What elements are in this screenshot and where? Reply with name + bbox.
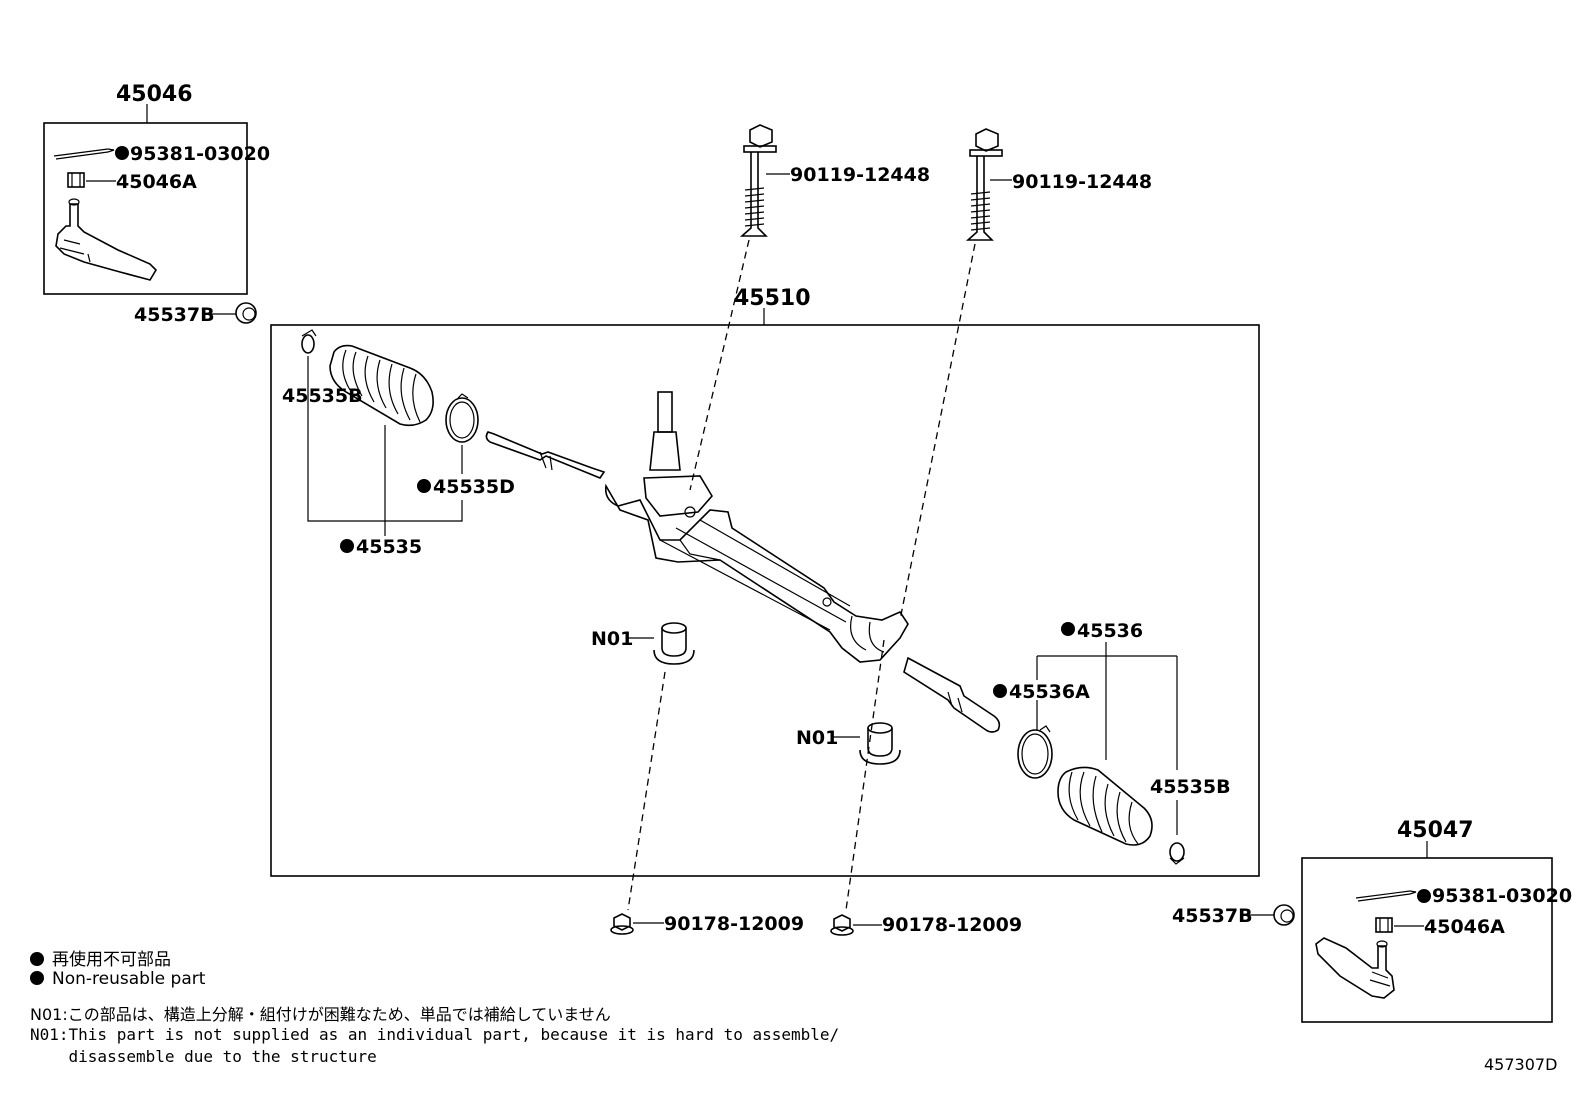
label-45535: 45535 (356, 536, 422, 558)
label-45537B-right: 45537B (1172, 905, 1253, 927)
boot-right-icon (1057, 766, 1153, 846)
legend-ja-text: 再使用不可部品 (52, 950, 171, 970)
label-45535D: 45535D (433, 476, 515, 498)
label-95381-03020-left: 95381-03020 (130, 143, 270, 165)
mount-a-icon (653, 622, 695, 665)
non-reusable-dot (115, 146, 129, 160)
steering-gear-assy-group: 45510 (270, 286, 1260, 877)
label-95381-03020-right: 95381-03020 (1432, 885, 1572, 907)
note-en-line1: N01:This part is not supplied as an indi… (30, 1025, 840, 1044)
flange-nut-b-icon (830, 914, 854, 936)
label-45510: 45510 (734, 286, 811, 311)
clamp-left-icon (445, 393, 479, 443)
non-reusable-dot (30, 971, 44, 985)
bush-right-group: 45537B (1172, 904, 1295, 927)
label-45537B-left: 45537B (134, 304, 215, 326)
legend-en: Non-reusable part (30, 969, 205, 989)
label-90178-12009-a: 90178-12009 (664, 913, 804, 935)
tie-rod-end-left-icon (55, 198, 158, 281)
tie-rod-end-left-group: 45046 95381-03020 45046A (43, 82, 270, 295)
mount-a-group: N01 (591, 622, 695, 911)
leader-bolt-b (899, 243, 976, 621)
tie-rod-end-right-group: 45047 95381-03020 45046A (1301, 818, 1572, 1023)
label-45535B-left: 45535B (282, 385, 363, 407)
steering-rack-icon (485, 391, 1001, 733)
bush-right-icon (1273, 904, 1295, 926)
leader-mount-a (627, 671, 666, 911)
clip-left-icon (301, 329, 317, 354)
label-N01-b: N01 (796, 727, 838, 749)
cotter-pin-left-icon (53, 148, 115, 160)
leader-bolt-a (689, 239, 750, 491)
legend-ja: 再使用不可部品 (30, 945, 171, 970)
label-N01-a: N01 (591, 628, 633, 650)
leader-mount-b (845, 639, 885, 911)
label-45047: 45047 (1397, 818, 1474, 843)
label-45535B-right: 45535B (1150, 776, 1231, 798)
diagram-code: 457307D (1484, 1055, 1558, 1074)
nut-b-group: 90178-12009 (830, 914, 1022, 936)
flange-nut-a-icon (610, 913, 634, 935)
boot-left-group: 45535B 45535D 45535 (282, 329, 515, 558)
bush-left-icon (235, 302, 257, 324)
bush-left-group: 45537B (134, 302, 257, 326)
non-reusable-dot (417, 479, 431, 493)
castle-nut-right-icon (1375, 917, 1393, 933)
non-reusable-dot (993, 684, 1007, 698)
boot-left-icon (329, 344, 434, 427)
nut-a-group: 90178-12009 (610, 913, 804, 935)
note-en-line2: disassemble due to the structure (30, 1047, 377, 1066)
cotter-pin-right-icon (1355, 890, 1417, 902)
label-90178-12009-b: 90178-12009 (882, 914, 1022, 936)
non-reusable-dot (1061, 622, 1075, 636)
mount-b-group: N01 (796, 639, 901, 911)
tie-rod-end-right-icon (1315, 937, 1395, 999)
boot-right-group: 45536 45536A 45535B (993, 620, 1231, 865)
clip-right-icon (1169, 842, 1185, 865)
label-90119-12448-a: 90119-12448 (790, 164, 930, 186)
bolt-a-icon (739, 124, 777, 237)
bolt-b-group: 90119-12448 (899, 128, 1152, 621)
label-45536: 45536 (1077, 620, 1143, 642)
label-45046: 45046 (116, 82, 193, 107)
note-ja: N01:この部品は、構造上分解・組付けが困難なため、単品では補給していません (30, 1005, 611, 1024)
non-reusable-dot (340, 539, 354, 553)
mount-b-icon (859, 722, 901, 765)
clamp-right-icon (1017, 725, 1053, 779)
non-reusable-dot (1417, 889, 1431, 903)
label-45046A-right: 45046A (1424, 916, 1505, 938)
castle-nut-left-icon (67, 172, 85, 188)
label-45536A: 45536A (1009, 681, 1090, 703)
non-reusable-dot (30, 952, 44, 966)
label-90119-12448-b: 90119-12448 (1012, 171, 1152, 193)
bolt-b-icon (965, 128, 1003, 241)
bolt-a-group: 90119-12448 (689, 124, 930, 491)
label-45046A-left: 45046A (116, 171, 197, 193)
legend-en-text: Non-reusable part (52, 969, 206, 989)
